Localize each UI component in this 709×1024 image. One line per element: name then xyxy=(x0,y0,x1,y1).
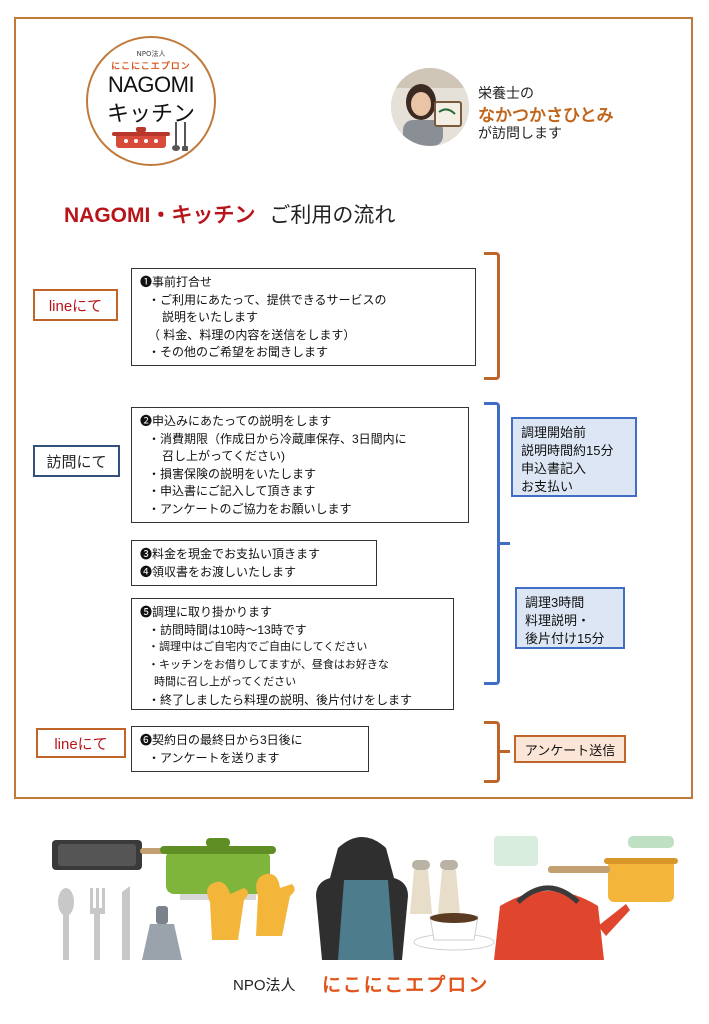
info-pre-line: 調理開始前 xyxy=(521,425,587,440)
bracket-visit-notch xyxy=(498,542,510,545)
footer-brand-name: にこにこエプロン xyxy=(322,975,490,996)
ladle-icon xyxy=(172,122,188,151)
nutritionist-visit-text: が訪問します xyxy=(478,125,562,141)
info-pre-line: お支払い xyxy=(521,479,574,494)
step-6-title: ❻契約日の最終日から3日後に xyxy=(140,733,303,747)
step-2-line: 召し上がってください) xyxy=(162,449,286,463)
footer-npo-label: NPO法人 xyxy=(233,977,296,994)
pot-icon xyxy=(112,122,188,151)
step-2-line: ・申込書にご記入して頂きます xyxy=(148,484,316,498)
logo-npo-label: NPO法人 xyxy=(136,50,166,58)
tag-line-1: lineにて xyxy=(33,289,118,321)
step-6-line: ・アンケートを送ります xyxy=(148,750,280,765)
info-cook-line: 料理説明・ xyxy=(525,613,591,628)
step-3-4-box: ❸料金を現金でお支払い頂きます ❹領収書をお渡しいたします xyxy=(131,540,377,586)
step-2-line: ・損害保険の説明をいたします xyxy=(148,466,317,481)
step-3-line: ❸料金を現金でお支払い頂きます xyxy=(140,547,321,561)
step-1-line: 説明をいたします xyxy=(162,310,259,324)
step-1-line: （ 料金、料理の内容を送信をします） xyxy=(148,327,356,342)
step-1-line: ・ご利用にあたって、提供できるサービスの xyxy=(148,292,387,307)
page-frame xyxy=(14,17,693,799)
tag-visit: 訪問にて xyxy=(33,445,120,477)
bracket-line-1 xyxy=(484,252,500,380)
step-1-title: ❶事前打合せ xyxy=(140,275,213,289)
step-4-line: ❹領収書をお渡しいたします xyxy=(140,564,297,579)
page-title: NAGOMI・キッチンご利用の流れ xyxy=(64,199,395,229)
page-title-brand: NAGOMI・キッチン xyxy=(64,204,256,227)
info-pre-line: 申込書記入 xyxy=(521,461,587,476)
step-5-line: ・訪問時間は10時～13時です xyxy=(148,622,307,637)
step-5-line: ・終了しましたら料理の説明、後片付けをします xyxy=(148,692,413,707)
logo-kitchen: キッチン xyxy=(106,101,195,126)
step-2-line: ・アンケートのご協力をお願いします xyxy=(148,501,352,516)
info-pre-line: 説明時間約15分 xyxy=(521,443,614,458)
step-5-title: ❺調理に取り掛かります xyxy=(140,605,273,619)
logo-name: NAGOMI xyxy=(107,72,195,97)
info-cook-line: 後片付け15分 xyxy=(525,631,605,646)
step-2-title: ❷申込みにあたっての説明をします xyxy=(140,414,332,428)
nutritionist-role: 栄養士の xyxy=(478,85,534,101)
step-5-line: ・調理中はご自宅内でご自由にしてください xyxy=(148,641,368,653)
step-1-box: ❶事前打合せ ・ご利用にあたって、提供できるサービスの 説明をいたします （ 料… xyxy=(131,268,476,366)
info-cook-line: 調理3時間 xyxy=(525,595,585,610)
info-survey: アンケート送信 xyxy=(514,735,626,763)
step-2-box: ❷申込みにあたっての説明をします ・消費期限（作成日から冷蔵庫保存、3日間内に … xyxy=(131,407,469,523)
logo-brand-label: にこにこエプロン xyxy=(111,62,191,72)
step-5-box: ❺調理に取り掛かります ・訪問時間は10時～13時です ・調理中はご自宅内でご自… xyxy=(131,598,454,710)
kitchen-illustration xyxy=(52,836,678,960)
tag-line-2: lineにて xyxy=(36,728,126,758)
step-5-line: 時間に召し上がってください xyxy=(154,676,297,688)
nagomi-kitchen-logo: NPO法人 にこにこエプロン NAGOMI キッチン xyxy=(86,36,216,166)
bracket-line-2-notch xyxy=(498,750,510,753)
step-5-line: ・キッチンをお借りしてますが、昼食はお好きな xyxy=(148,658,389,671)
step-6-box: ❻契約日の最終日から3日後に ・アンケートを送ります xyxy=(131,726,369,772)
step-1-line: ・その他のご希望をお聞きします xyxy=(148,345,329,359)
page-title-text: ご利用の流れ xyxy=(269,204,396,227)
nutritionist-avatar xyxy=(391,68,469,146)
nutritionist-name: なかつかさひとみ xyxy=(478,106,614,125)
info-cooking: 調理3時間 料理説明・ 後片付け15分 xyxy=(515,587,625,649)
avatar-photo xyxy=(391,68,469,146)
info-pre-cooking: 調理開始前 説明時間約15分 申込書記入 お支払い xyxy=(511,417,637,497)
step-2-line: ・消費期限（作成日から冷蔵庫保存、3日間内に xyxy=(148,431,407,446)
